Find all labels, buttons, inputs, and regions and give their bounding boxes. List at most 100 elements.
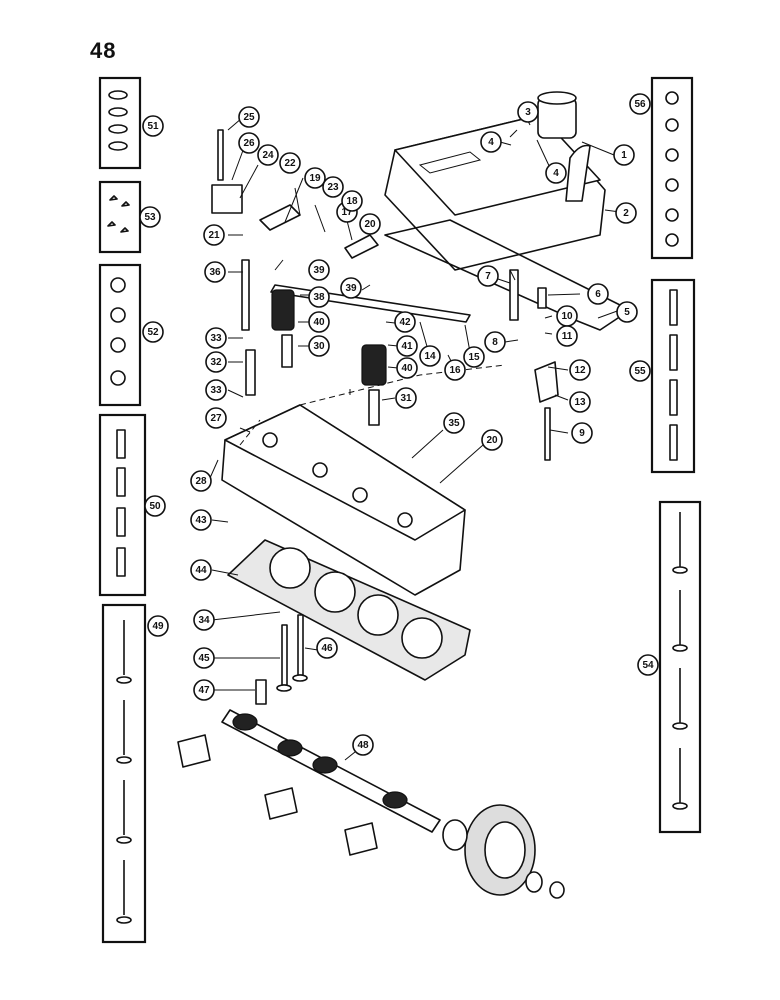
valve-cover xyxy=(384,114,606,271)
callout-10: 10 xyxy=(556,305,578,327)
callout-label: 2 xyxy=(623,208,629,219)
callout-label: 31 xyxy=(400,393,412,404)
callout-label: 44 xyxy=(195,565,207,576)
callout-44: 44 xyxy=(190,559,212,581)
callout-9: 9 xyxy=(571,422,593,444)
callout-label: 53 xyxy=(144,212,156,223)
callout-label: 34 xyxy=(198,615,210,626)
callout-label: 48 xyxy=(357,740,369,751)
callout-14: 14 xyxy=(419,345,441,367)
breather-tube xyxy=(565,144,591,202)
callout-label: 42 xyxy=(399,317,411,328)
oil-filler-pipe xyxy=(509,269,547,321)
callout-label: 4 xyxy=(553,168,559,179)
callout-label: 6 xyxy=(595,289,601,300)
callout-label: 24 xyxy=(262,150,274,161)
callout-label: 7 xyxy=(485,271,491,282)
callout-label: 3 xyxy=(525,107,531,118)
callout-24: 24 xyxy=(257,144,279,166)
callout-label: 5 xyxy=(624,307,630,318)
callout-label: 33 xyxy=(210,385,222,396)
callout-13: 13 xyxy=(569,391,591,413)
cam-bearings xyxy=(177,734,378,856)
callout-55: 55 xyxy=(629,360,651,382)
callout-label: 41 xyxy=(401,341,413,352)
callout-35: 35 xyxy=(443,412,465,434)
callout-5: 5 xyxy=(616,301,638,323)
callout-label: 43 xyxy=(195,515,207,526)
valve-springs xyxy=(271,289,387,386)
callout-34: 34 xyxy=(193,609,215,631)
callout-label: 35 xyxy=(448,418,460,429)
callout-label: 54 xyxy=(642,660,654,671)
callout-46: 46 xyxy=(316,637,338,659)
cam-gear xyxy=(442,804,565,899)
callout-8: 8 xyxy=(484,331,506,353)
callout-label: 40 xyxy=(401,363,413,374)
kit-panel-51 xyxy=(98,76,142,170)
callout-label: 18 xyxy=(346,196,358,207)
callout-56: 56 xyxy=(629,93,651,115)
kit-panel-53 xyxy=(98,180,142,254)
callout-label: 55 xyxy=(634,366,646,377)
callout-54: 54 xyxy=(637,654,659,676)
callout-20: 20 xyxy=(359,213,381,235)
callout-40: 40 xyxy=(308,311,330,333)
kit-panel-56 xyxy=(650,76,694,260)
callout-7: 7 xyxy=(477,265,499,287)
valves-45-46 xyxy=(255,614,308,705)
callout-label: 30 xyxy=(313,341,325,352)
callout-label: 52 xyxy=(147,327,159,338)
callout-33: 33 xyxy=(205,327,227,349)
kit-panel-55 xyxy=(650,278,696,474)
callout-33: 33 xyxy=(205,379,227,401)
callout-label: 28 xyxy=(195,476,207,487)
rocker-support xyxy=(211,129,243,214)
callout-48: 48 xyxy=(352,734,374,756)
callout-45: 45 xyxy=(193,647,215,669)
callout-36: 36 xyxy=(204,261,226,283)
callout-16: 16 xyxy=(444,359,466,381)
page-number: 48 xyxy=(90,38,117,63)
callout-label: 11 xyxy=(562,331,573,342)
callout-label: 47 xyxy=(198,685,210,696)
rocker-bracket-13 xyxy=(534,361,559,461)
head-gasket xyxy=(227,539,471,681)
callout-label: 8 xyxy=(492,337,498,348)
leader-lines xyxy=(209,116,621,761)
callout-30: 30 xyxy=(308,335,330,357)
callout-label: 9 xyxy=(579,428,585,439)
callout-label: 4 xyxy=(488,137,494,148)
callout-12: 12 xyxy=(569,359,591,381)
callout-40: 40 xyxy=(396,357,418,379)
callout-22: 22 xyxy=(279,152,301,174)
callout-label: 17 xyxy=(341,207,353,218)
breather-cap xyxy=(537,91,577,139)
callout-39: 39 xyxy=(340,277,362,299)
callout-31: 31 xyxy=(395,387,417,409)
callout-label: 16 xyxy=(449,365,461,376)
callout-label: 20 xyxy=(364,219,376,230)
callout-41: 41 xyxy=(396,335,418,357)
callout-label: 27 xyxy=(210,413,222,424)
callout-label: 20 xyxy=(486,435,498,446)
callout-25: 25 xyxy=(238,106,260,128)
callout-32: 32 xyxy=(205,351,227,373)
callout-label: 13 xyxy=(574,397,586,408)
callout-47: 47 xyxy=(193,679,215,701)
callout-4: 4 xyxy=(545,162,567,184)
callout-53: 53 xyxy=(139,206,161,228)
callout-20: 20 xyxy=(481,429,503,451)
callout-4: 4 xyxy=(480,131,502,153)
callout-label: 1 xyxy=(621,150,627,161)
callout-3: 3 xyxy=(517,101,539,123)
callout-label: 56 xyxy=(634,99,646,110)
callout-39: 39 xyxy=(308,259,330,281)
callout-label: 33 xyxy=(210,333,222,344)
kit-panel-52 xyxy=(98,263,142,407)
callout-51: 51 xyxy=(142,115,164,137)
callout-38: 38 xyxy=(308,286,330,308)
callout-18: 18 xyxy=(341,190,363,212)
callout-label: 50 xyxy=(149,501,161,512)
